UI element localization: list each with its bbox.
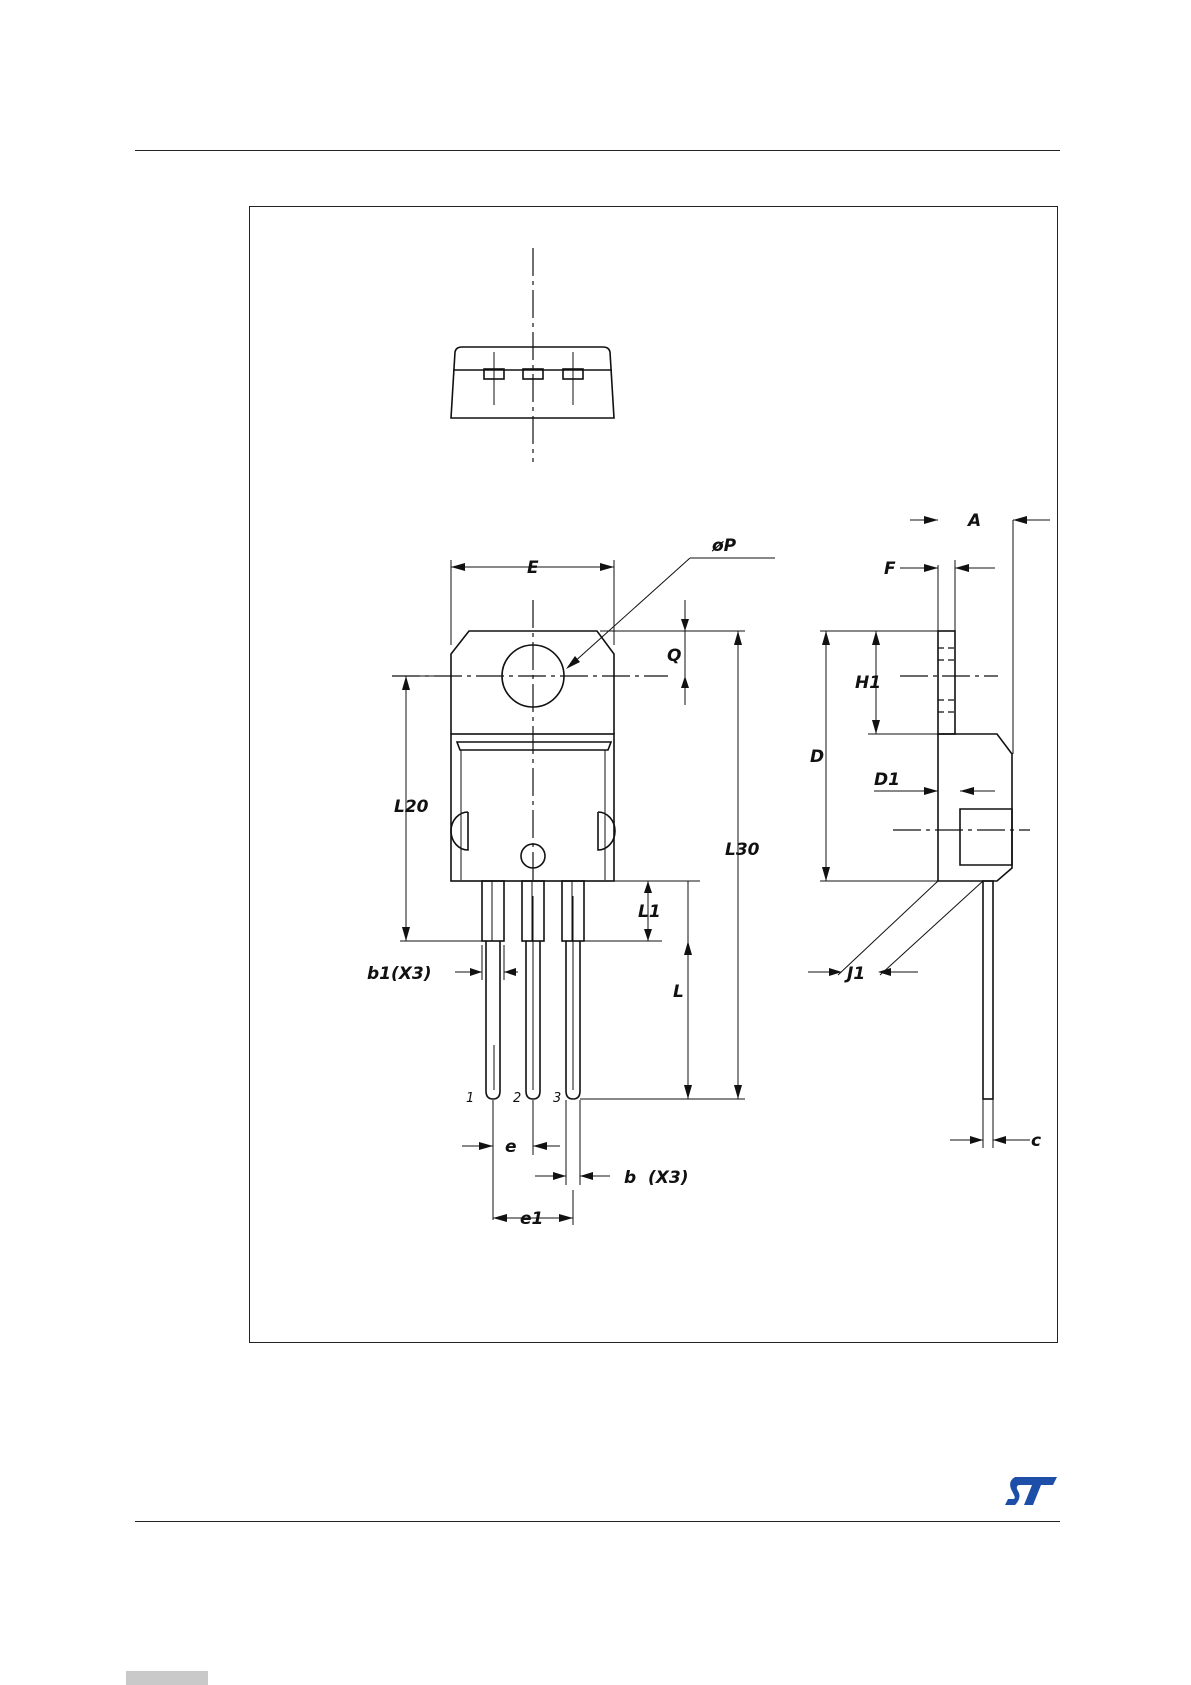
- dim-label-L: L: [673, 982, 684, 1002]
- dim-label-F: F: [884, 559, 896, 579]
- pin-number-2: 2: [513, 1091, 521, 1106]
- dim-label-D: D: [810, 747, 824, 767]
- footer-rule: [135, 1521, 1060, 1522]
- dim-label-J1: J1: [844, 964, 865, 984]
- front-view: [392, 558, 775, 1225]
- pin-number-3: 3: [553, 1091, 561, 1106]
- st-logo: [1005, 1475, 1059, 1507]
- dim-label-e1: e1: [520, 1209, 543, 1229]
- dim-label-b: b (X3): [624, 1168, 688, 1188]
- footer-link-bar[interactable]: [126, 1671, 208, 1685]
- pin-number-1: 1: [466, 1091, 474, 1106]
- dim-label-e: e: [505, 1137, 517, 1157]
- side-view: [808, 516, 1050, 1148]
- dim-label-L1: L1: [638, 902, 661, 922]
- dim-label-A: A: [966, 511, 981, 531]
- dim-label-D1: D1: [874, 770, 900, 790]
- dim-label-Q: Q: [667, 646, 681, 666]
- dim-label-c: c: [1031, 1131, 1041, 1151]
- dim-label-phiP: øP: [711, 536, 737, 556]
- dim-label-L30: L30: [725, 840, 760, 860]
- dim-label-b1: b1(X3): [367, 964, 431, 984]
- top-view: [451, 248, 614, 462]
- dim-label-L20: L20: [394, 797, 429, 817]
- leads: [482, 881, 584, 1099]
- dim-label-E: E: [527, 558, 539, 578]
- dim-label-H1: H1: [855, 673, 881, 693]
